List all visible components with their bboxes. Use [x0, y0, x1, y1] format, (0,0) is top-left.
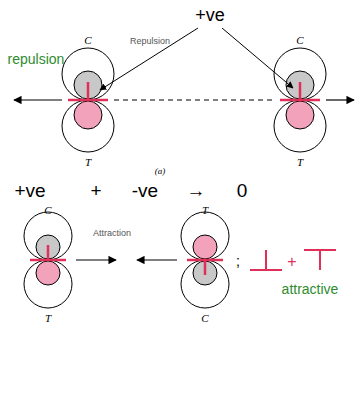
- separator-label: ;: [236, 254, 240, 269]
- interaction-label: repulsion: [8, 52, 65, 67]
- pointer-arrow: [222, 28, 293, 88]
- force-arrow: [76, 259, 116, 260]
- result-label: 0: [237, 181, 248, 202]
- circle-label: T: [297, 156, 303, 168]
- dislocation-pair: [274, 48, 326, 152]
- dislocation-pair: [181, 212, 229, 308]
- force-arrow: [326, 99, 354, 100]
- figure-label: Attraction: [93, 229, 131, 239]
- operator-label: +: [287, 253, 296, 271]
- operator-label: →: [187, 181, 206, 202]
- charge-label: +ve: [195, 6, 225, 26]
- dislocation-symbol: [250, 250, 282, 270]
- dislocation-pair: [24, 212, 72, 308]
- slip-plane: [114, 100, 274, 101]
- dislocation-pair: [62, 48, 114, 152]
- operator-label: +: [90, 181, 101, 202]
- circle-label: T: [202, 204, 208, 216]
- interaction-label: attractive: [282, 282, 339, 297]
- circle-label: T: [85, 156, 91, 168]
- charge-label: -ve: [132, 181, 158, 202]
- dislocation-symbol: [304, 250, 336, 270]
- circle-label: T: [45, 312, 51, 324]
- circle-label: C: [296, 34, 303, 46]
- charge-label: +ve: [14, 181, 45, 202]
- force-arrow: [137, 259, 177, 260]
- circle-label: C: [84, 34, 91, 46]
- figure-label: Repulsion: [130, 37, 170, 47]
- circle-label: C: [44, 204, 51, 216]
- panel-label: (a): [155, 167, 166, 177]
- pointer-arrow: [100, 28, 198, 90]
- force-arrow: [14, 99, 62, 100]
- circle-label: C: [201, 312, 208, 324]
